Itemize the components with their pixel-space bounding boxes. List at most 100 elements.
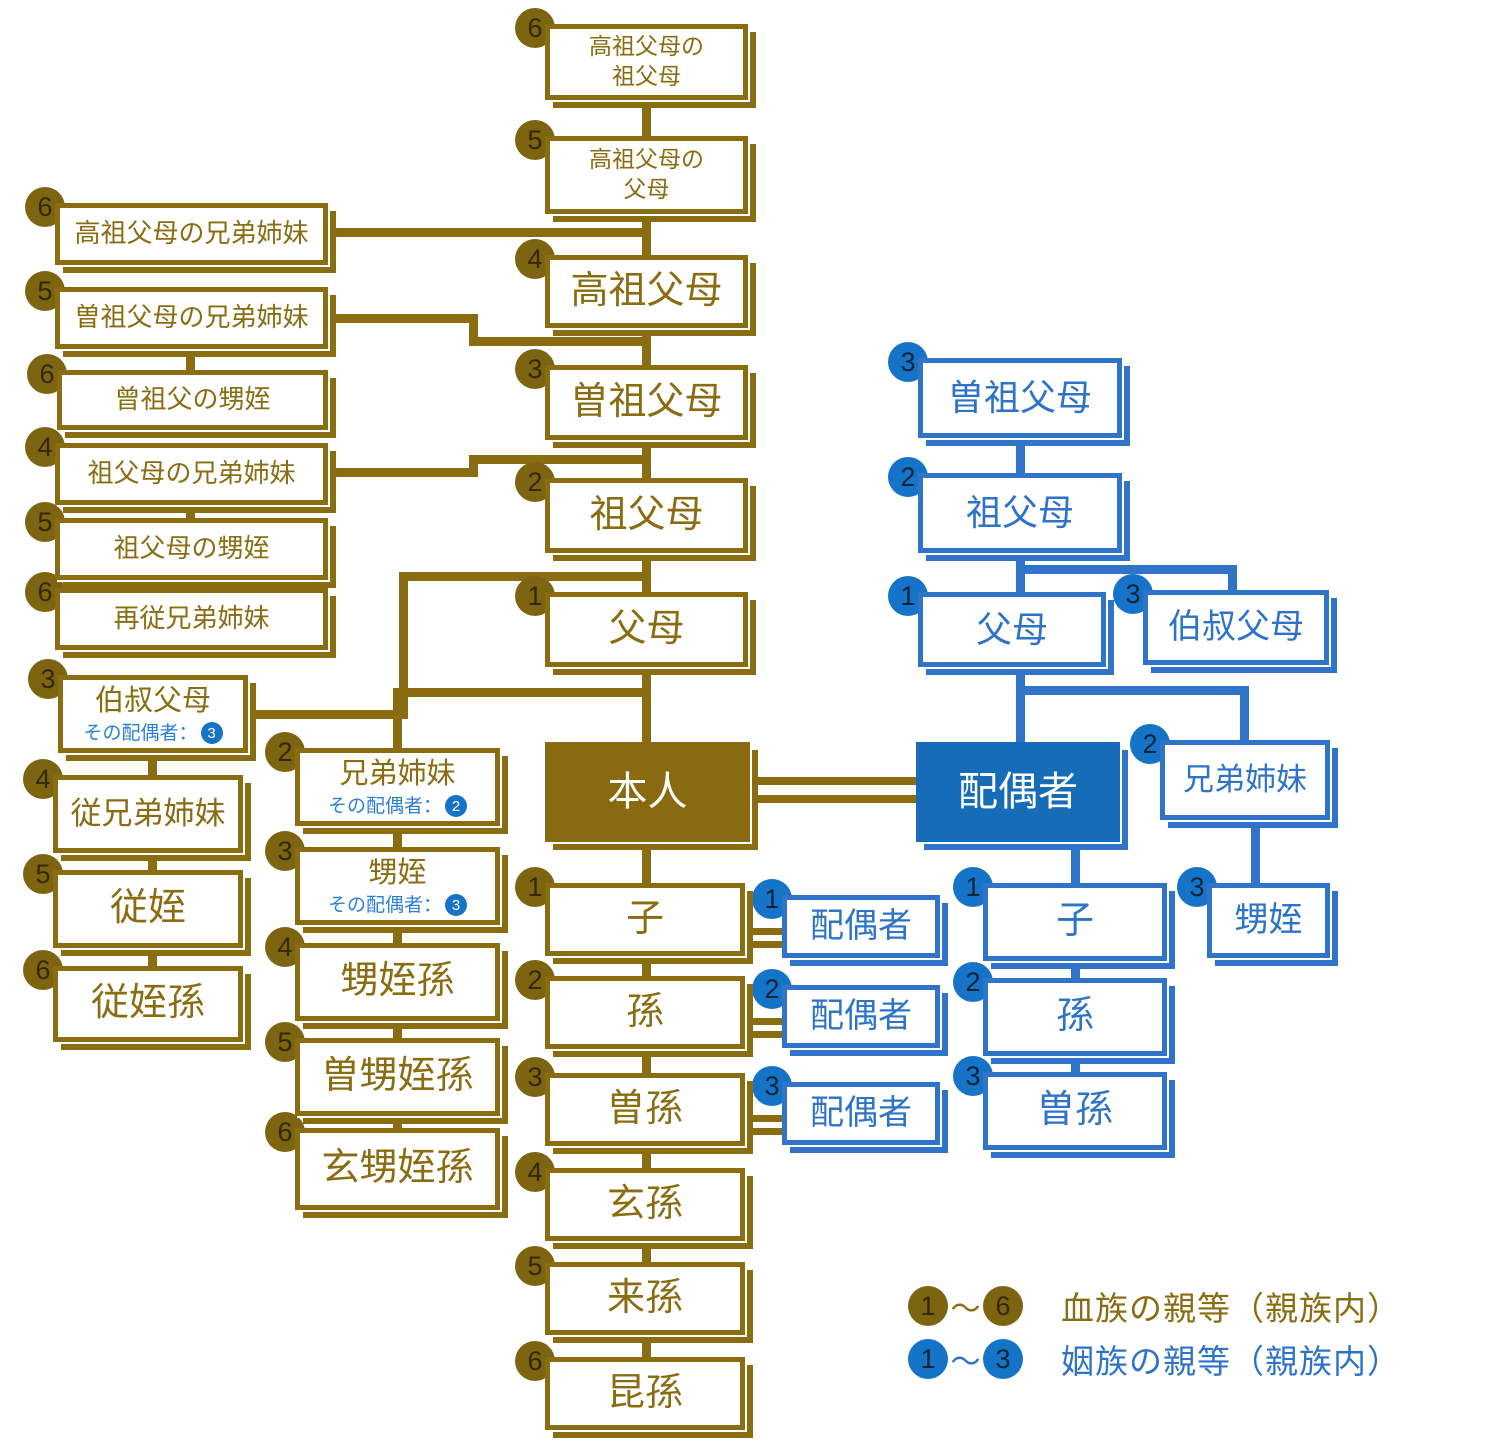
degree-badge: 5: [23, 854, 63, 894]
connector-line: [1071, 959, 1080, 980]
connector-line: [148, 946, 157, 968]
connector-line: [1071, 840, 1080, 885]
connector-line: [1071, 1054, 1080, 1074]
node-sofubo-siblings: 祖父母の兄弟姉妹: [55, 443, 328, 505]
node-inlaw-ko: 子: [983, 883, 1167, 961]
node-label: 孫: [625, 990, 664, 1033]
node-child-spouse: 配偶者: [782, 895, 940, 958]
connector-line: [642, 326, 651, 367]
degree-badge: 6: [25, 187, 65, 227]
degree-badge: 5: [515, 1246, 555, 1286]
connector-line: [148, 851, 157, 872]
node-hakushuku-fubo: 伯叔父母 その配偶者：3: [58, 675, 248, 753]
node-label: 子: [1055, 900, 1094, 943]
node-inlaw-fubo: 父母: [918, 592, 1106, 667]
node-so-oimei-son: 曽甥姪孫: [295, 1038, 500, 1116]
node-fubo: 父母: [545, 592, 748, 667]
node-sosofubo: 曽祖父母: [545, 365, 748, 440]
spouse-note: その配偶者：3: [327, 894, 467, 917]
node-oimei-son: 甥姪孫: [295, 943, 500, 1021]
spouse-degree-badge: 2: [445, 795, 467, 818]
legend-badge-to: 3: [983, 1339, 1023, 1379]
node-label: 曽甥姪孫: [321, 1055, 474, 1098]
legend-tilde: 〜: [950, 1346, 981, 1379]
node-kosofubo-no-fubo: 高祖父母の 父母: [545, 136, 748, 214]
node-label: 父母: [608, 607, 685, 650]
connector-line: [469, 455, 651, 464]
node-label: 従兄弟姉妹: [70, 796, 226, 832]
marriage-line: [750, 777, 916, 785]
connector-line: [642, 840, 651, 885]
node-label: 高祖父母の 父母: [589, 146, 704, 202]
node-gen-oimei-son: 玄甥姪孫: [295, 1128, 500, 1210]
node-itoko: 従兄弟姉妹: [53, 775, 243, 853]
connector-line: [393, 688, 402, 750]
node-kosofubo: 高祖父母: [545, 255, 748, 328]
node-label: 玄孫: [606, 1182, 683, 1225]
legend-label: 姻族の親等（親族内）: [1061, 1343, 1401, 1380]
legend-badge-from: 1: [908, 1339, 948, 1379]
connector-line: [186, 578, 195, 590]
connector-line: [642, 1239, 651, 1264]
node-sosofu-no-oimei: 曾祖父の甥姪: [57, 370, 328, 430]
node-label: 曽孫: [1036, 1089, 1113, 1132]
connector-line: [393, 688, 651, 697]
node-label: 父母: [975, 608, 1048, 650]
node-label: 兄弟姉妹: [339, 757, 456, 790]
node-label: 曽祖父母: [947, 377, 1092, 419]
node-label: 曽祖父母の兄弟姉妹: [74, 302, 309, 333]
node-inlaw-sofubo: 祖父母: [918, 473, 1122, 553]
connector-line: [642, 1333, 651, 1359]
node-label: 配偶者: [810, 997, 912, 1036]
node-konson: 昆孫: [545, 1357, 745, 1430]
connector-line: [642, 98, 651, 138]
spouse-degree-badge: 3: [445, 894, 467, 917]
connector-line: [186, 347, 195, 372]
node-label: 祖父母: [965, 492, 1074, 534]
connector-line: [393, 1019, 402, 1040]
node-label: 曽祖父母: [570, 380, 723, 423]
node-label: 来孫: [606, 1276, 683, 1319]
node-label: 再従兄弟姉妹: [113, 603, 270, 634]
node-label: 祖父母: [589, 493, 704, 536]
marriage-line: [745, 1031, 782, 1038]
connector-line: [642, 954, 651, 978]
node-label: 子: [625, 897, 664, 940]
node-ko: 子: [545, 883, 745, 956]
connector-line: [399, 572, 651, 581]
node-jutetsu-son: 従姪孫: [53, 966, 243, 1042]
node-label: 祖父母の兄弟姉妹: [87, 458, 296, 489]
node-label: 伯叔父母: [94, 684, 211, 717]
marriage-line: [750, 795, 916, 803]
node-self: 本人: [545, 742, 750, 842]
node-label: 本人: [607, 770, 688, 814]
spouse-note-text: その配偶者：: [327, 894, 442, 916]
connector-line: [1016, 436, 1025, 475]
marriage-line: [745, 1115, 782, 1122]
marriage-line: [745, 941, 782, 948]
node-somago: 曽孫: [545, 1073, 745, 1146]
node-grandchild-spouse: 配偶者: [782, 985, 940, 1048]
node-mago: 孫: [545, 976, 745, 1049]
spouse-degree-badge: 3: [200, 722, 223, 745]
node-inlaw-mago: 孫: [983, 978, 1167, 1056]
node-label: 配偶者: [958, 770, 1078, 814]
connector-line: [1240, 686, 1249, 742]
spouse-note-text: その配偶者：: [327, 795, 442, 817]
node-label: 高祖父母: [570, 269, 723, 312]
node-label: 高祖父母の兄弟姉妹: [74, 218, 309, 249]
node-inlaw-hakushuku-fubo: 伯叔父母: [1143, 590, 1329, 665]
node-inlaw-siblings: 兄弟姉妹: [1160, 740, 1330, 820]
connector-line: [393, 923, 402, 945]
node-inlaw-somago: 曽孫: [983, 1072, 1167, 1150]
connector-line: [248, 710, 408, 719]
node-genson: 玄孫: [545, 1168, 745, 1241]
node-spouse: 配偶者: [916, 742, 1120, 842]
connector-line: [1016, 686, 1249, 695]
node-label: 伯叔父母: [1168, 608, 1304, 647]
connector-line: [393, 824, 402, 849]
legend-tilde: 〜: [950, 1293, 981, 1326]
connector-line: [642, 1047, 651, 1075]
marriage-line: [745, 928, 782, 935]
marriage-line: [745, 1018, 782, 1025]
